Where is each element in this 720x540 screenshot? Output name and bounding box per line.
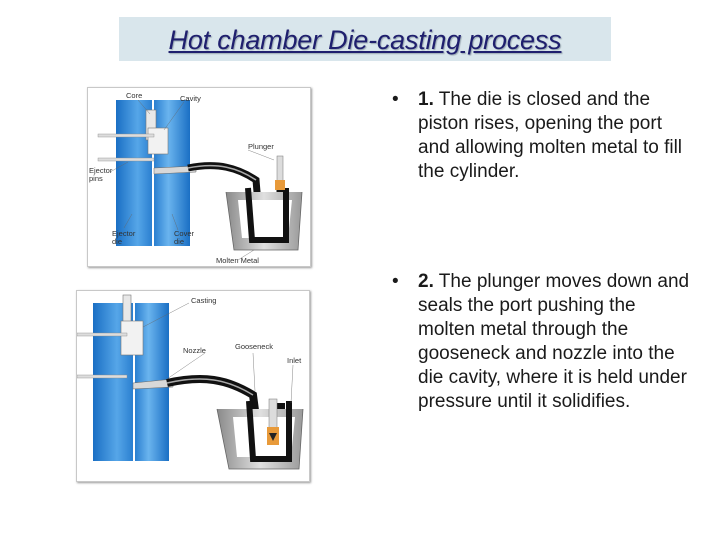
label-casting: Casting <box>191 296 216 305</box>
bullet-marker: • <box>392 271 399 292</box>
step-description: The plunger moves down and seals the por… <box>418 271 690 412</box>
bullet-item-2: • 2. The plunger moves down and seals th… <box>392 270 692 470</box>
die-cavity <box>147 127 169 155</box>
ejector-pin <box>97 157 155 162</box>
figure-step-2-diagram: Casting Nozzle Gooseneck Inlet <box>76 290 310 482</box>
plunger-rod <box>276 155 284 185</box>
label-molten-metal: Molten Metal <box>216 256 259 265</box>
title-banner: Hot chamber Die-casting process <box>119 17 611 61</box>
label-gooseneck: Gooseneck <box>235 342 273 351</box>
step-number: 1. <box>418 89 434 110</box>
molten-metal-pool <box>233 417 295 457</box>
nozzle <box>153 165 197 175</box>
bullet-body: 2. The plunger moves down and seals the … <box>418 270 692 414</box>
ejector-pin <box>97 133 155 138</box>
label-plunger: Plunger <box>248 142 274 151</box>
core-pin <box>122 294 132 326</box>
label-inlet: Inlet <box>287 356 302 365</box>
plunger-head <box>275 180 285 190</box>
die-casting-diagram-2: Casting Nozzle Gooseneck Inlet <box>77 294 304 470</box>
label-core: Core <box>126 91 142 100</box>
label-cavity: Cavity <box>180 94 201 103</box>
label-nozzle: Nozzle <box>183 346 206 355</box>
step-description: The die is closed and the piston rises, … <box>418 89 683 182</box>
nozzle <box>132 378 174 390</box>
bullet-item-1: • 1. The die is closed and the piston ri… <box>392 88 692 218</box>
slide-title: Hot chamber Die-casting process <box>168 25 562 55</box>
bullet-body: 1. The die is closed and the piston rise… <box>418 88 692 184</box>
ejector-pin <box>77 374 128 379</box>
down-arrow <box>269 433 277 441</box>
casting-in-cavity <box>120 320 144 356</box>
step-number: 2. <box>418 271 434 292</box>
ejector-pin <box>77 332 128 337</box>
bullet-marker: • <box>392 89 399 110</box>
